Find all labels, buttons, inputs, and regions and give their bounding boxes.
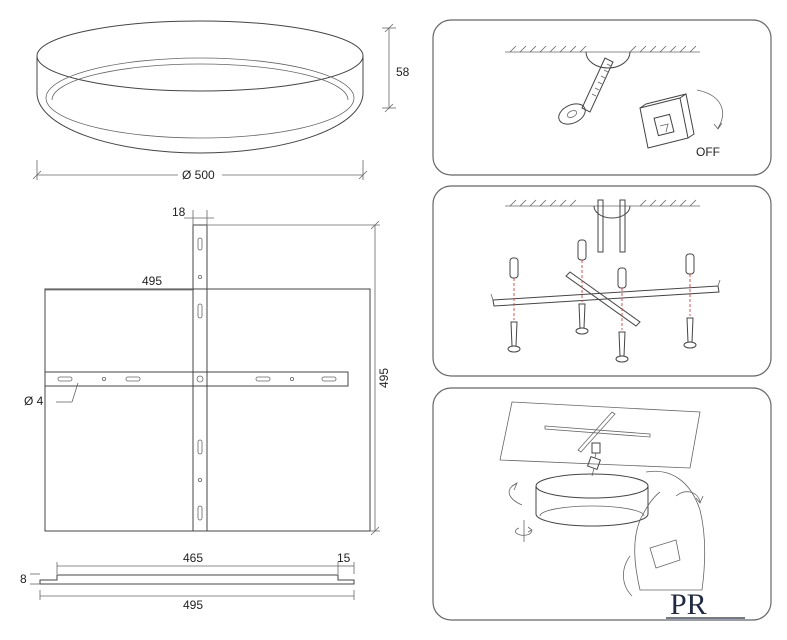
bracket-installed-icon xyxy=(544,411,651,453)
horizontal-span-dimension: 495 xyxy=(45,274,193,291)
rotate-left-arrow-icon xyxy=(508,482,523,506)
diameter-label: Ø 500 xyxy=(182,168,215,182)
step-3-panel xyxy=(432,387,772,621)
lamp-icon xyxy=(535,473,649,527)
ceiling-plane xyxy=(499,401,701,469)
step-1-panel: OFF xyxy=(432,19,772,176)
screws-icon xyxy=(507,303,697,363)
rotate-arrow-icon xyxy=(696,89,723,130)
hole-label: Ø 4 xyxy=(24,394,44,408)
ceiling-hatching xyxy=(509,45,697,53)
bar-width-dimension: 18 xyxy=(172,205,214,226)
height-dimension: 58 xyxy=(382,23,410,113)
profile-total-label: 495 xyxy=(183,598,203,612)
brand-logo: PR xyxy=(666,588,745,621)
mounting-bracket-icon xyxy=(490,271,721,327)
hole-dimension: Ø 4 xyxy=(24,382,79,408)
connector-icon xyxy=(586,442,602,477)
hand-icon xyxy=(623,470,706,597)
height-label: 58 xyxy=(396,65,410,79)
key-icon xyxy=(558,57,614,125)
profile-thickness-label: 8 xyxy=(20,572,27,586)
profile-lip-label: 15 xyxy=(337,551,351,565)
vertical-span-label: 495 xyxy=(377,368,391,388)
wall-switch-icon xyxy=(639,93,695,149)
rotation-hint-icon xyxy=(515,520,533,542)
diameter-dimension: Ø 500 xyxy=(32,160,368,182)
guide-lines xyxy=(513,260,691,330)
bracket-plan xyxy=(44,224,371,532)
vertical-span-dimension: 495 xyxy=(207,220,391,536)
horizontal-span-label: 495 xyxy=(142,274,162,288)
lamp-elevation xyxy=(36,20,364,154)
bar-width-label: 18 xyxy=(172,205,186,219)
bracket-profile: 465 15 8 495 xyxy=(20,551,355,612)
power-off-label: OFF xyxy=(696,145,720,159)
logo-letters: PR xyxy=(670,588,707,621)
rotate-right-arrow-icon xyxy=(675,491,704,504)
step-2-panel xyxy=(432,185,772,377)
profile-inner-label: 465 xyxy=(183,551,203,565)
